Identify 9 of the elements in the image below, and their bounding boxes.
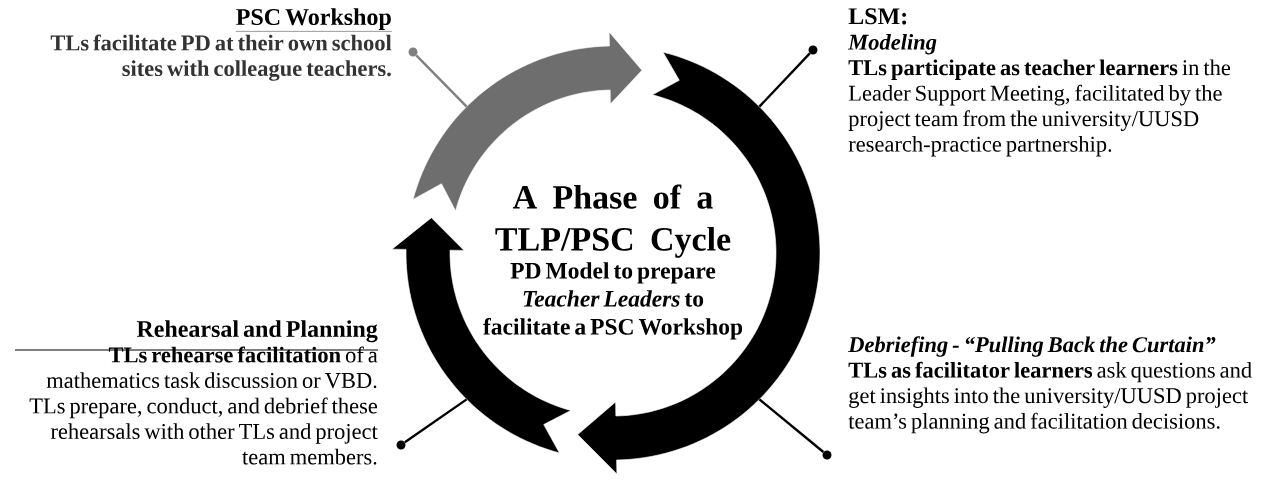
leader-line [758,52,811,108]
callout-text: Rehearsal and Planning TLs rehearse facilitation of a mathematics task discussion or VBD. TLs prepare, conduct, and debrief these rehearsals with other TLs and project team members. [29,320,378,465]
callout-text: PSC Workshop TLs facilitate PD at their own school sites with colleague teachers. [50,8,392,81]
leader-line [404,398,468,444]
callout-text: LSM: Modeling TLs participate as teacher learners in the Leader Support Meeting, facilitated by the project team from the university/UUSD research-practice partnership. [847,8,1231,157]
callout-text: Debriefing - “Pulling Back the Curtain” TLs as facilitator learners ask questions and get insights into the university/UUSD project team’s planning and facilitation decisions. [848,336,1252,434]
leader-line [415,54,468,108]
callout-text: A Phase of a TLP/PSC Cycle PD Model to prepare Teacher Leaders to facilitate a PSC Workshop [483,184,743,340]
leader-line [758,398,825,453]
